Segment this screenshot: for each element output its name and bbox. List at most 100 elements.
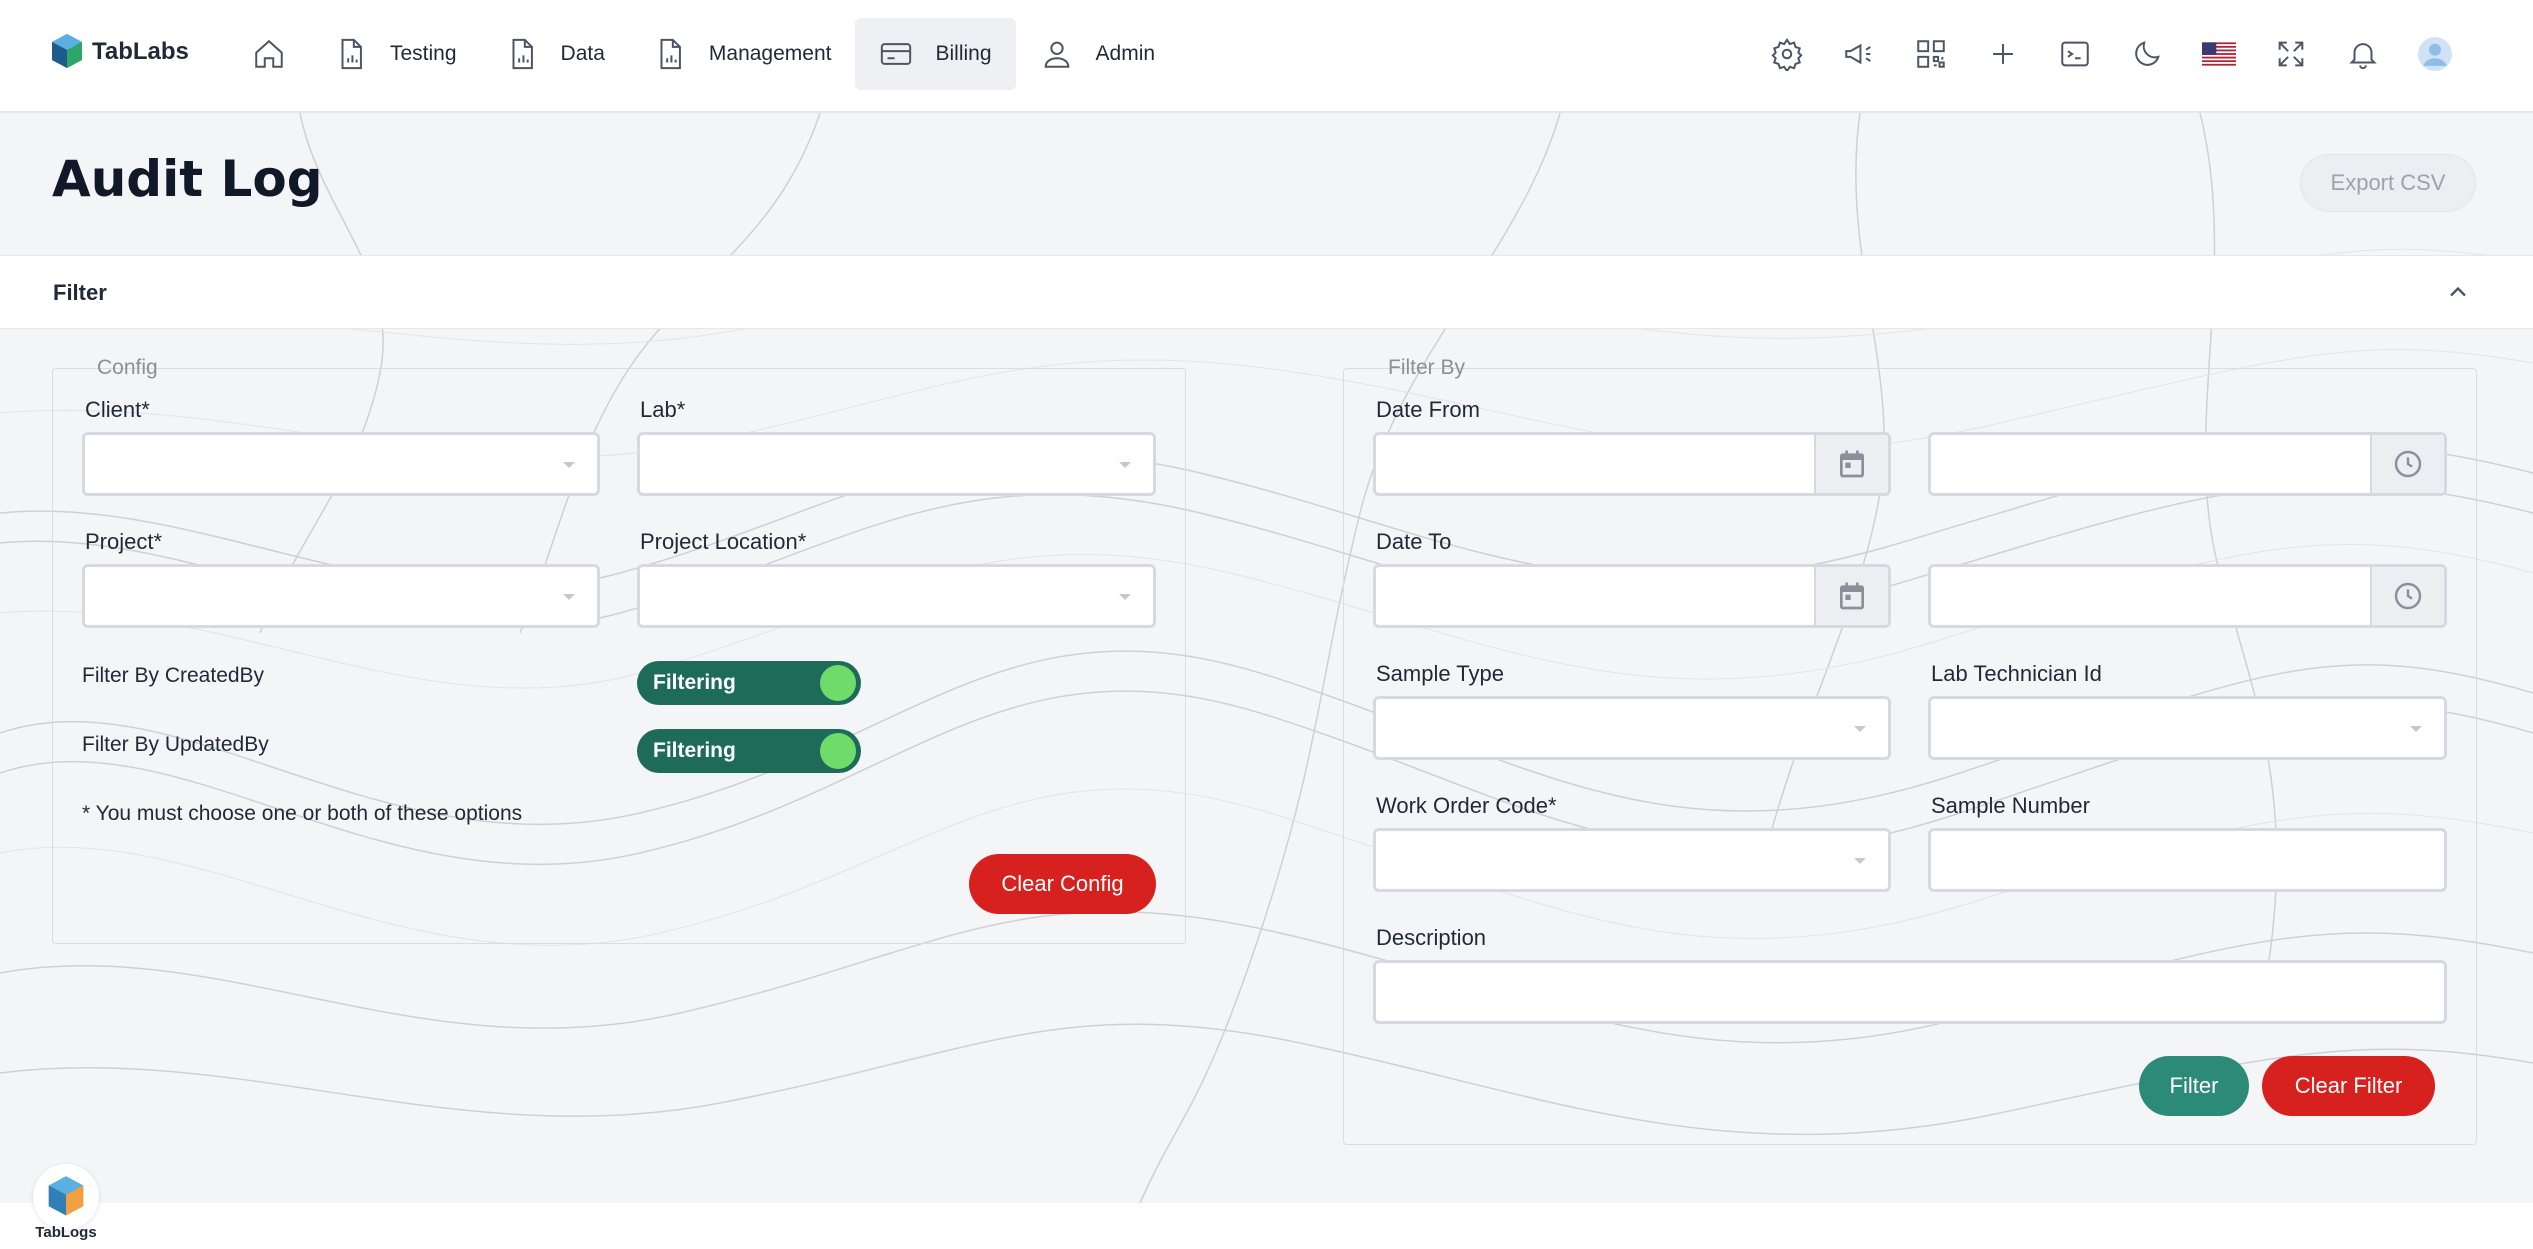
brand-name: TabLabs [92,38,189,65]
announcements-button[interactable] [1831,22,1887,86]
filter-by-legend: Filter By [1388,356,1466,379]
tablogs-label: TabLogs [35,1224,97,1241]
description-label: Description [1376,925,1487,950]
time-from-clock-button[interactable] [2370,435,2444,493]
main-nav: Testing Data Management Billing Admin [228,18,1179,90]
filter-updatedby-toggle[interactable]: Filtering [637,729,861,773]
tablogs-launcher[interactable]: TabLogs [30,1164,102,1244]
page-title: Audit Log [52,150,323,208]
toggle-knob [820,733,856,769]
time-to-input[interactable] [1928,564,2447,628]
toggle-text: Filtering [653,671,736,694]
sample-number-input[interactable] [1928,828,2447,892]
settings-button[interactable] [1759,22,1815,86]
nav-admin[interactable]: Admin [1016,18,1180,90]
lab-technician-label: Lab Technician Id [1931,661,2102,686]
calendar-icon [1840,582,1864,610]
chevron-down-icon [1854,858,1866,864]
lab-select[interactable] [637,432,1156,496]
nav-label-admin: Admin [1095,42,1156,65]
fullscreen-button[interactable] [2263,22,2319,86]
qr-code-icon [1917,40,1945,68]
config-note: * You must choose one or both of these o… [82,802,523,825]
home-icon [255,39,283,68]
plus-icon [1993,44,2013,64]
date-to-label: Date To [1376,529,1452,554]
filter-updatedby-label: Filter By UpdatedBy [82,733,269,756]
tablabs-logo-icon [52,34,82,68]
chevron-down-icon [2410,726,2422,732]
filter-createdby-toggle[interactable]: Filtering [637,661,861,705]
filter-button[interactable]: Filter [2139,1056,2249,1116]
date-to-calendar-button[interactable] [1814,567,1888,625]
us-flag-icon [2202,42,2236,66]
nav-label-testing: Testing [390,42,457,65]
filter-by-fieldset [1343,368,2477,1145]
nav-testing[interactable]: Testing [310,18,481,90]
calendar-icon [1840,450,1864,478]
filter-createdby-label: Filter By CreatedBy [82,664,265,687]
sample-type-label: Sample Type [1376,661,1505,686]
chevron-down-icon [563,594,575,600]
chevron-down-icon [1119,462,1131,468]
description-input[interactable] [1373,960,2447,1024]
sample-type-select[interactable] [1373,696,1891,760]
config-legend: Config [97,356,158,379]
date-to-input[interactable] [1373,564,1891,628]
project-location-label: Project Location* [640,529,807,554]
work-order-select[interactable] [1373,828,1891,892]
tablogs-badge [33,1164,99,1230]
sample-number-label: Sample Number [1931,793,2090,818]
theme-toggle[interactable] [2119,22,2175,86]
notifications-button[interactable] [2335,22,2391,86]
work-order-label: Work Order Code* [1376,793,1557,818]
project-select[interactable] [82,564,600,628]
clear-config-button[interactable]: Clear Config [969,854,1156,914]
filter-accordion-header[interactable]: Filter [0,255,2533,329]
chevron-down-icon [563,462,575,468]
qr-button[interactable] [1903,22,1959,86]
document-chart-icon [660,38,681,70]
project-location-select[interactable] [637,564,1156,628]
config-fieldset [52,368,1186,944]
document-chart-icon [341,38,362,70]
avatar-icon [2418,37,2452,71]
terminal-button[interactable] [2047,22,2103,86]
add-button[interactable] [1975,22,2031,86]
time-from-input[interactable] [1928,432,2447,496]
tablogs-logo-icon [48,1176,84,1216]
date-from-label: Date From [1376,397,1480,422]
clock-icon [2394,582,2422,610]
credit-card-icon [881,43,912,65]
export-csv-button[interactable]: Export CSV [2300,154,2476,212]
user-icon [1044,41,1069,68]
brand-logo[interactable]: TabLabs [50,32,189,72]
chevron-down-icon [1119,594,1131,600]
client-label: Client* [85,397,150,422]
language-selector[interactable] [2191,22,2247,86]
chevron-down-icon [1854,726,1866,732]
date-from-input[interactable] [1373,432,1891,496]
lab-technician-select[interactable] [1928,696,2447,760]
nav-data[interactable]: Data [481,18,629,90]
client-select[interactable] [82,432,600,496]
fullscreen-icon [2278,41,2304,67]
megaphone-icon [1845,43,1871,65]
top-navbar: TabLabs Testing Data Management Billing … [0,0,2533,113]
nav-label-billing: Billing [935,42,992,65]
nav-billing[interactable]: Billing [855,18,1016,90]
clear-filter-button[interactable]: Clear Filter [2262,1056,2435,1116]
nav-home[interactable] [228,18,310,90]
nav-label-data: Data [560,42,605,65]
filter-heading: Filter [53,280,107,305]
terminal-icon [2061,41,2089,67]
chevron-up-icon[interactable] [2444,278,2472,306]
gear-icon [1771,38,1803,71]
user-avatar-button[interactable] [2407,22,2463,86]
nav-management[interactable]: Management [629,18,856,90]
nav-label-management: Management [708,42,832,65]
lab-label: Lab* [640,397,686,422]
date-from-calendar-button[interactable] [1814,435,1888,493]
time-to-clock-button[interactable] [2370,567,2444,625]
document-chart-icon [512,38,533,70]
